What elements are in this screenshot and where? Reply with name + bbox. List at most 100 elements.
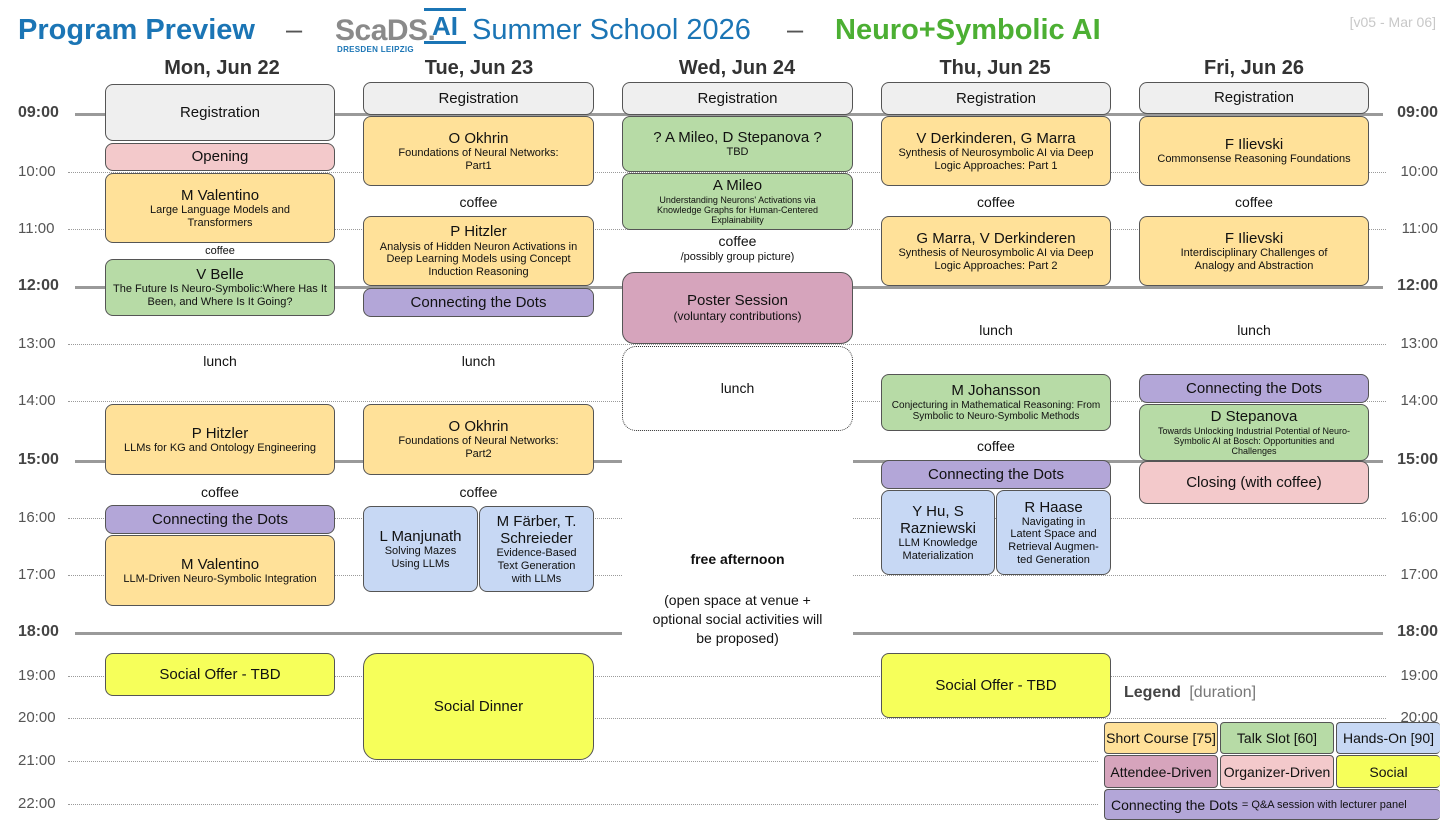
mon-opening[interactable]: Opening [105, 143, 335, 171]
scads-logo: ScaDS. AI DRESDEN LEIPZIG [335, 6, 470, 54]
fri-closing[interactable]: Closing (with coffee) [1139, 461, 1369, 504]
tue-session-3[interactable]: O Okhrin Foundations of Neural Networks:… [363, 404, 594, 475]
session-title: Connecting the Dots [1186, 379, 1322, 397]
theme-title: Neuro+Symbolic AI [835, 14, 1101, 46]
session-topic: LLM-Driven Neuro-Symbolic Integration [123, 572, 317, 585]
thu-coffee-1: coffee [977, 194, 1015, 210]
time-right-1200: 12:00 [1397, 277, 1438, 294]
time-left-2000: 20:00 [18, 709, 56, 726]
session-title: Registration [955, 89, 1037, 107]
tue-social-dinner[interactable]: Social Dinner [363, 653, 594, 760]
page-title: Program Preview [18, 14, 255, 47]
speaker-name: R Haase [1024, 498, 1083, 516]
mon-registration[interactable]: Registration [105, 84, 335, 141]
tue-hands-on-2[interactable]: M Färber, T. Schreieder Evidence-Based T… [479, 506, 594, 592]
thu-session-1[interactable]: V Derkinderen, G Marra Synthesis of Neur… [881, 116, 1111, 186]
tue-session-1[interactable]: O Okhrin Foundations of Neural Networks:… [363, 116, 594, 186]
thu-social[interactable]: Social Offer - TBD [881, 653, 1111, 718]
thu-session-3[interactable]: M Johansson Conjecturing in Mathematical… [881, 374, 1111, 431]
session-title: Closing (with coffee) [1186, 473, 1322, 491]
fri-registration[interactable]: Registration [1139, 82, 1369, 114]
time-left-1200: 12:00 [18, 277, 59, 294]
gridline-2000 [68, 718, 1386, 719]
wed-session-1[interactable]: ? A Mileo, D Stepanova ? TBD [622, 116, 853, 172]
mon-session-4[interactable]: M Valentino LLM-Driven Neuro-Symbolic In… [105, 535, 335, 606]
time-left-1700: 17:00 [18, 566, 56, 583]
legend-talk-slot: Talk Slot [60] [1220, 722, 1334, 754]
speaker-name: V Belle [196, 266, 244, 284]
tue-hands-on-1[interactable]: L Manjunath Solving Mazes Using LLMs [363, 506, 478, 592]
session-title: Social Offer - TBD [159, 665, 281, 683]
speaker-name: L Manjunath [379, 527, 462, 545]
mon-social[interactable]: Social Offer - TBD [105, 653, 335, 696]
legend-ctd-label: Connecting the Dots [1111, 796, 1238, 813]
fri-coffee: coffee [1235, 194, 1273, 210]
wed-free-afternoon-title: free afternoon [690, 551, 785, 567]
time-left-1400: 14:00 [18, 392, 56, 409]
time-right-1800: 18:00 [1397, 623, 1438, 640]
session-topic: Conjecturing in Mathematical Reasoning: … [891, 399, 1101, 423]
session-title: Social Offer - TBD [935, 676, 1057, 694]
gridline-2200 [68, 804, 1098, 805]
tue-registration[interactable]: Registration [363, 82, 594, 115]
time-left-1100: 11:00 [18, 220, 55, 237]
gridline-1000 [68, 172, 1386, 173]
mon-connecting-the-dots[interactable]: Connecting the Dots [105, 505, 335, 534]
session-topic: Interdisciplinary Challenges of Analogy … [1180, 246, 1328, 272]
speaker-name: O Okhrin [448, 418, 509, 436]
session-title: Registration [179, 103, 261, 121]
logo-sub-text: DRESDEN LEIPZIG [337, 45, 414, 54]
time-right-2000: 20:00 [1400, 709, 1438, 726]
wed-coffee: coffee [718, 233, 757, 249]
time-right-1100: 11:00 [1401, 220, 1438, 237]
session-topic: Commonsense Reasoning Foundations [1157, 153, 1351, 166]
thu-registration[interactable]: Registration [881, 82, 1111, 115]
logo-ai-text: AI [432, 10, 458, 41]
wed-coffee-note: /possibly group picture) [680, 251, 795, 263]
fri-session-2[interactable]: F Ilievski Interdisciplinary Challenges … [1139, 216, 1369, 286]
time-left-2200: 22:00 [18, 795, 56, 812]
speaker-name: F Ilievski [1224, 229, 1284, 247]
wed-poster-session[interactable]: Poster Session (voluntary contributions) [622, 272, 853, 344]
legend-short-course: Short Course [75] [1104, 722, 1218, 754]
tue-connecting-the-dots[interactable]: Connecting the Dots [363, 288, 594, 317]
fri-connecting-the-dots[interactable]: Connecting the Dots [1139, 374, 1369, 403]
version-label: [v05 - Mar 06] [1349, 14, 1436, 30]
thu-session-2[interactable]: G Marra, V Derkinderen Synthesis of Neur… [881, 216, 1111, 286]
speaker-name: M Johansson [951, 382, 1041, 400]
time-right-1600: 16:00 [1400, 509, 1438, 526]
legend-duration: [duration] [1189, 684, 1257, 701]
legend-hands-on: Hands-On [90] [1336, 722, 1440, 754]
time-right-1400: 14:00 [1400, 392, 1438, 409]
thu-coffee-2: coffee [977, 438, 1015, 454]
mon-session-3[interactable]: P Hitzler LLMs for KG and Ontology Engin… [105, 404, 335, 475]
session-topic: LLM Knowledge Materialization [898, 537, 978, 562]
speaker-name: P Hitzler [191, 424, 249, 442]
wed-session-2[interactable]: A Mileo Understanding Neurons' Activatio… [622, 173, 853, 230]
thu-connecting-the-dots[interactable]: Connecting the Dots [881, 460, 1111, 489]
legend-title: Legend [1124, 684, 1181, 701]
wed-registration[interactable]: Registration [622, 82, 853, 115]
speaker-name: ? A Mileo, D Stepanova ? [653, 129, 822, 147]
title-dash-1: – [286, 14, 303, 46]
mon-session-1[interactable]: M Valentino Large Language Models and Tr… [105, 173, 335, 243]
session-title: Poster Session [687, 292, 788, 310]
wed-free-afternoon-note: (open space at venue + optional social a… [652, 592, 823, 646]
speaker-name: M Färber, T. Schreieder [496, 512, 577, 548]
time-right-1300: 13:00 [1400, 335, 1438, 352]
thu-hands-on-2[interactable]: R Haase Navigating in Latent Space and R… [996, 490, 1111, 575]
tue-session-2[interactable]: P Hitzler Analysis of Hidden Neuron Acti… [363, 216, 594, 286]
fri-session-3[interactable]: D Stepanova Towards Unlocking Industrial… [1139, 404, 1369, 461]
session-topic: TBD [726, 146, 749, 159]
session-title: Registration [438, 89, 519, 107]
speaker-name: F Ilievski [1224, 136, 1284, 154]
legend-connecting-the-dots: Connecting the Dots = Q&A session with l… [1104, 789, 1440, 820]
fri-session-1[interactable]: F Ilievski Commonsense Reasoning Foundat… [1139, 116, 1369, 186]
speaker-name: Y Hu, S Razniewski [900, 502, 976, 537]
session-topic: Towards Unlocking Industrial Potential o… [1157, 425, 1351, 457]
time-left-1300: 13:00 [18, 335, 56, 352]
mon-session-2[interactable]: V Belle The Future Is Neuro-Symbolic:Whe… [105, 259, 335, 316]
title-dash-2: – [787, 14, 804, 46]
legend-heading: Legend [duration] [1124, 684, 1256, 702]
thu-hands-on-1[interactable]: Y Hu, S Razniewski LLM Knowledge Materia… [881, 490, 995, 575]
